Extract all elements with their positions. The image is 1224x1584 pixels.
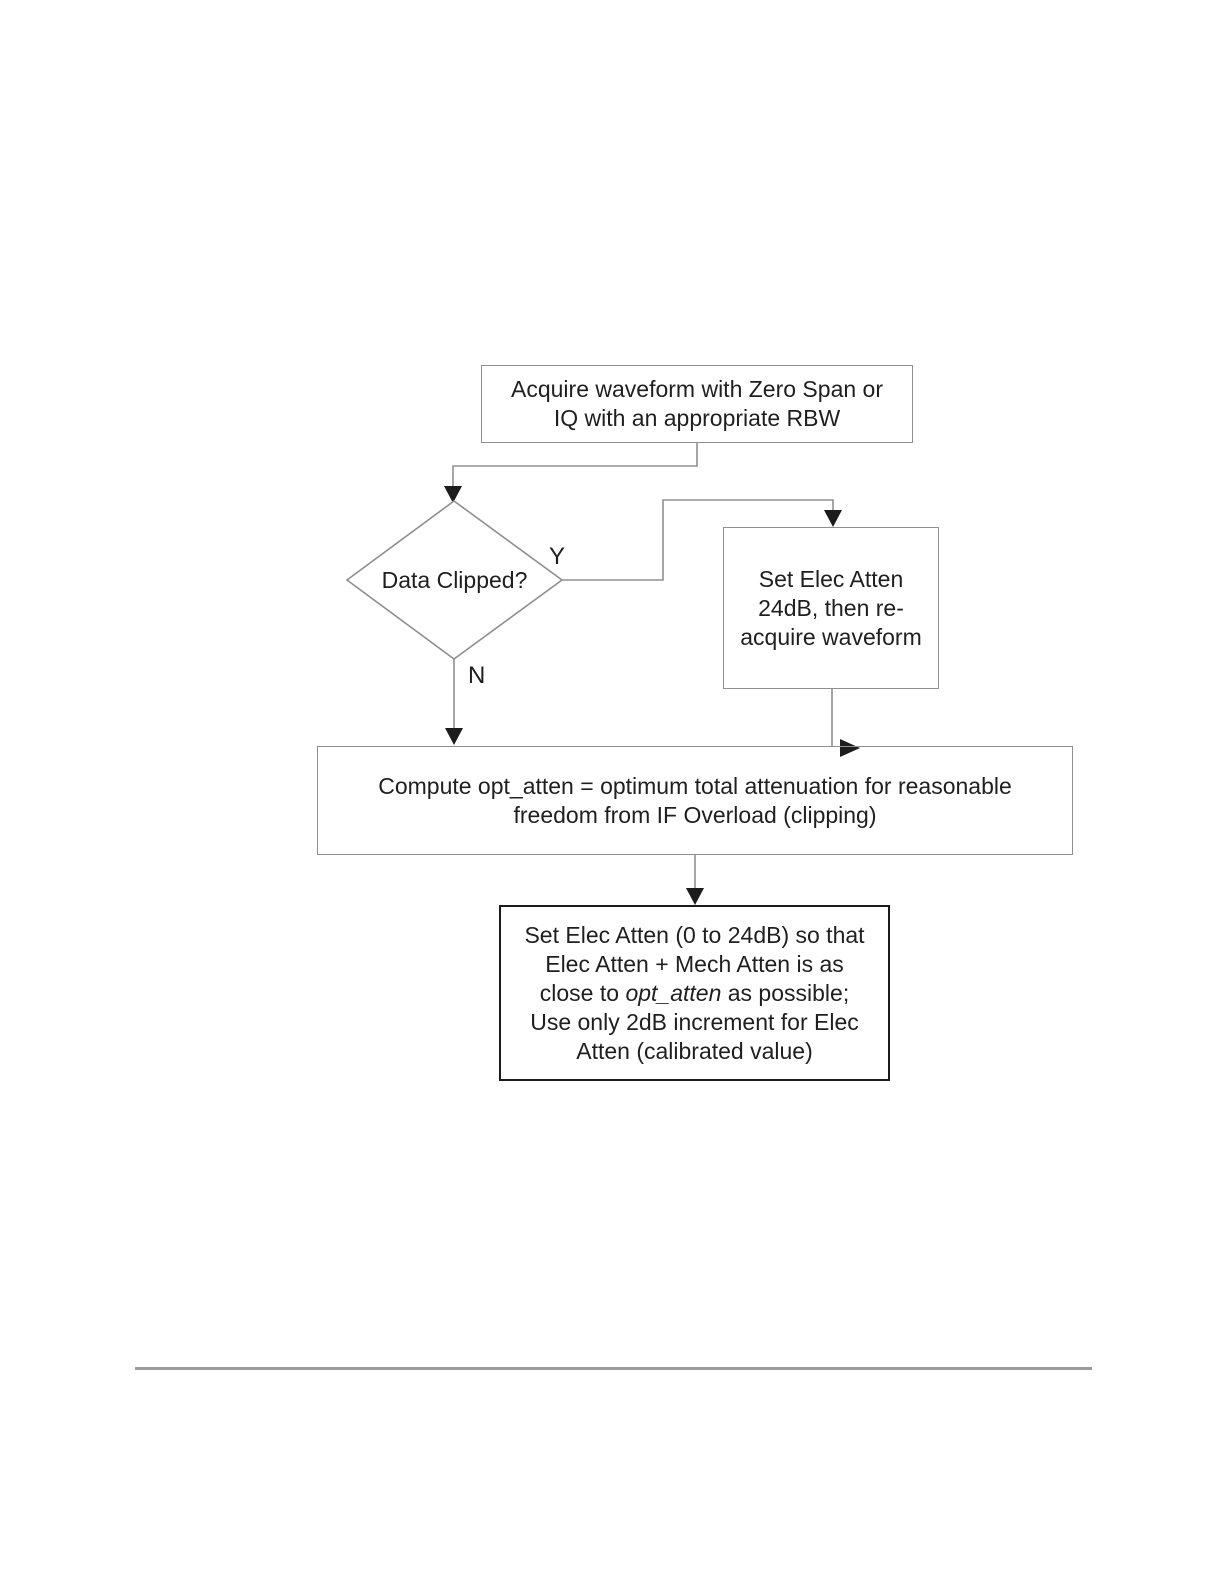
set-elec-atten-final-box: Set Elec Atten (0 to 24dB) so that Elec …	[499, 905, 890, 1081]
arrowhead-elec24-junction-icon	[840, 739, 860, 757]
set-final-text-after: as possible; Use only 2dB increment for …	[530, 979, 859, 1064]
set-final-text-italic: opt_atten	[625, 979, 722, 1006]
footer-rule	[135, 1367, 1092, 1370]
decision-data-clipped: Data Clipped?	[347, 501, 562, 659]
compute-opt-atten-box: Compute opt_atten = optimum total attenu…	[317, 746, 1073, 855]
acquire-waveform-text: Acquire waveform with Zero Span or IQ wi…	[511, 376, 883, 431]
set-elec-atten-final-text: Set Elec Atten (0 to 24dB) so that Elec …	[501, 921, 888, 1066]
connector-decision-yes	[562, 499, 834, 581]
no-branch-label: N	[468, 662, 486, 689]
decision-data-clipped-text: Data Clipped?	[381, 566, 528, 593]
arrowhead-into-set-final-box-icon	[686, 888, 704, 905]
arrowhead-into-decision-icon	[444, 486, 462, 503]
compute-opt-atten-text: Compute opt_atten = optimum total attenu…	[378, 772, 1012, 828]
acquire-waveform-box: Acquire waveform with Zero Span or IQ wi…	[481, 365, 913, 443]
arrowhead-into-elec24-box-icon	[824, 510, 842, 527]
connector-acquire-to-decision	[452, 443, 698, 489]
arrowhead-into-compute-box-icon	[445, 728, 463, 745]
yes-branch-label: Y	[549, 543, 566, 570]
set-elec-atten-24db-text: Set Elec Atten 24dB, then re- acquire wa…	[740, 565, 922, 650]
set-elec-atten-24db-box: Set Elec Atten 24dB, then re- acquire wa…	[723, 527, 939, 689]
set-final-text-before: Set Elec Atten (0 to 24dB) so that Elec …	[524, 921, 865, 1006]
